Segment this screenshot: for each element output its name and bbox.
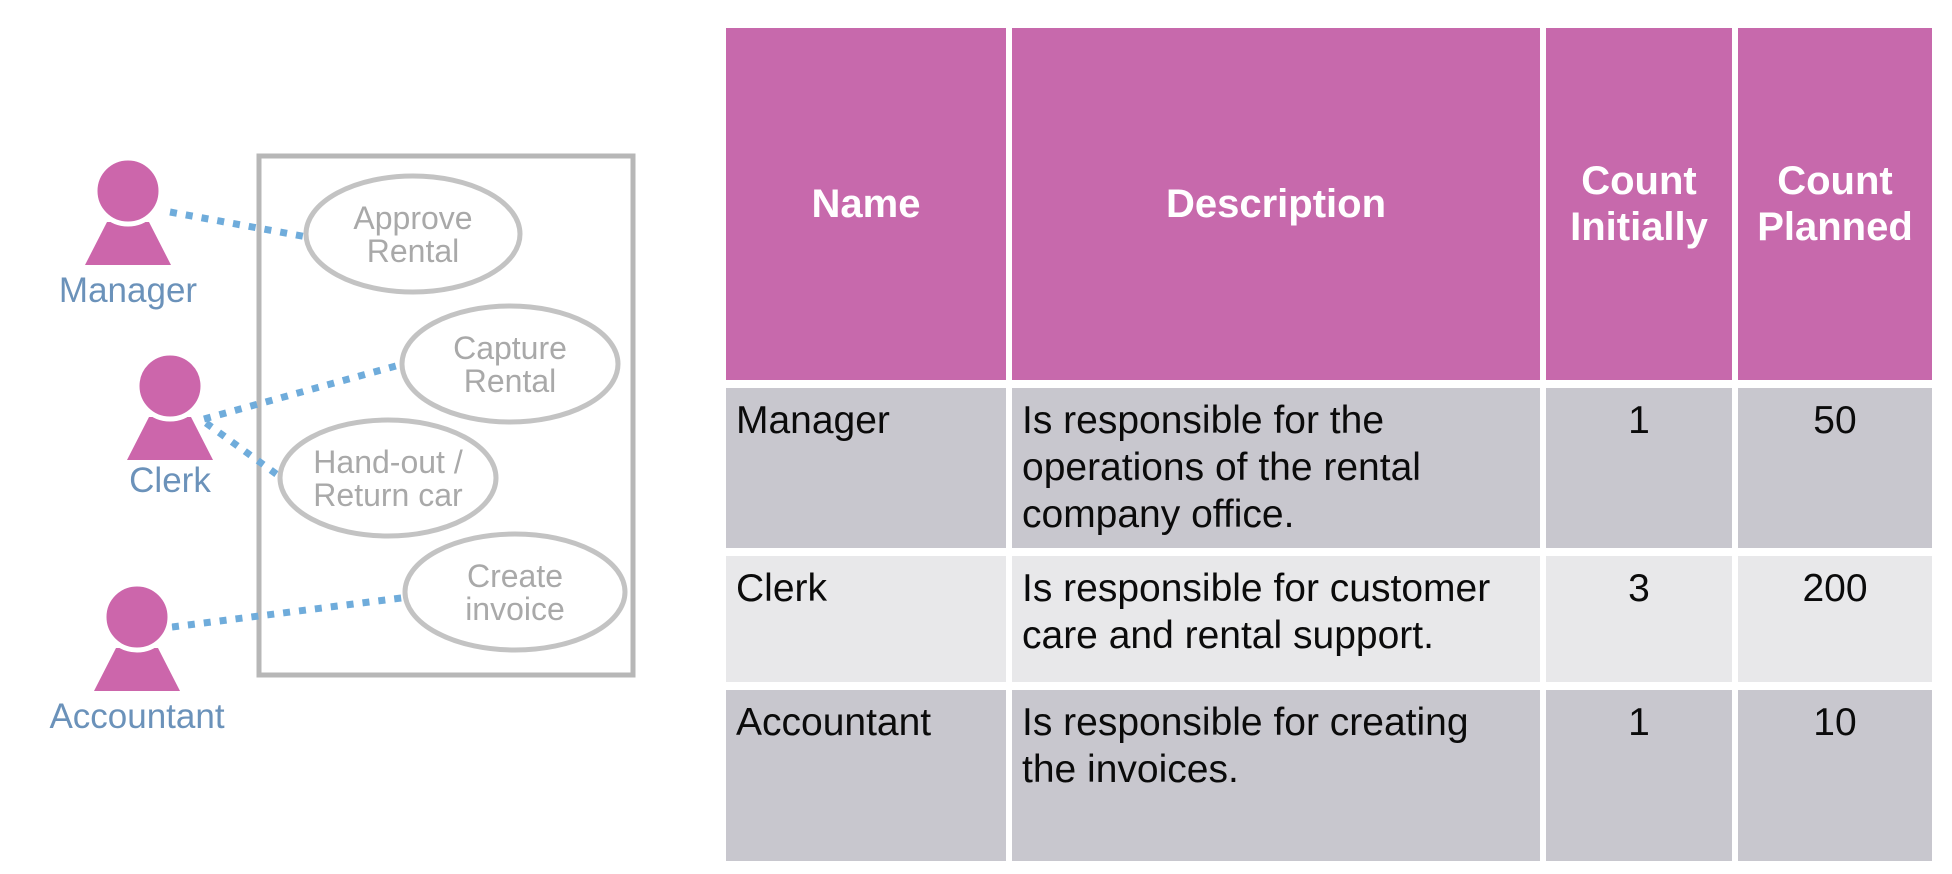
cell-clerk-count-initially: 3	[1546, 556, 1732, 682]
column-header-description: Description	[1012, 28, 1540, 380]
use-case-ellipse-approve-rental	[303, 173, 523, 295]
cell-clerk-description: Is responsible for customer care and ren…	[1012, 556, 1540, 682]
use-case-diagram	[85, 153, 636, 691]
actor-figure-manager	[85, 155, 171, 265]
actor-figure-accountant	[94, 581, 180, 691]
cell-clerk-name: Clerk	[726, 556, 1006, 682]
column-header-name: Name	[726, 28, 1006, 380]
connector-clerk-capture-rental	[203, 360, 404, 423]
cell-accountant-name: Accountant	[726, 690, 1006, 861]
actor-label-clerk: Clerk	[129, 461, 211, 500]
cell-manager-count-initially: 1	[1546, 388, 1732, 548]
use-case-ellipse-capture-rental	[399, 303, 621, 425]
cell-manager-name: Manager	[726, 388, 1006, 548]
column-header-count-initially: Count Initially	[1546, 28, 1732, 380]
cell-manager-count-planned: 50	[1738, 388, 1932, 548]
cell-accountant-count-initially: 1	[1546, 690, 1732, 861]
cell-accountant-count-planned: 10	[1738, 690, 1932, 861]
actor-label-accountant: Accountant	[49, 697, 225, 736]
connector-manager-approve-rental	[169, 208, 308, 241]
cell-manager-description: Is responsible for the operations of the…	[1012, 388, 1540, 548]
use-case-label-capture-rental: Capture Rental	[453, 330, 567, 399]
actor-label-manager: Manager	[58, 271, 198, 310]
use-case-label-approve-rental: Approve Rental	[353, 200, 473, 269]
use-case-label-create-invoice: Create invoice	[465, 558, 565, 627]
column-header-count-planned: Count Planned	[1738, 28, 1932, 380]
connector-accountant-create-invoice	[171, 593, 410, 631]
cell-accountant-description: Is responsible for creating the invoices…	[1012, 690, 1540, 861]
system-boundary	[256, 153, 636, 678]
actors-table: Name Description Count Initially Count P…	[726, 28, 1932, 861]
use-case-ellipse-create-invoice	[402, 531, 628, 653]
use-case-ellipse-handout-return-car	[277, 417, 499, 539]
cell-clerk-count-planned: 200	[1738, 556, 1932, 682]
use-case-label-handout-return-car: Hand-out / Return car	[313, 444, 463, 513]
actor-figure-clerk	[127, 350, 213, 460]
